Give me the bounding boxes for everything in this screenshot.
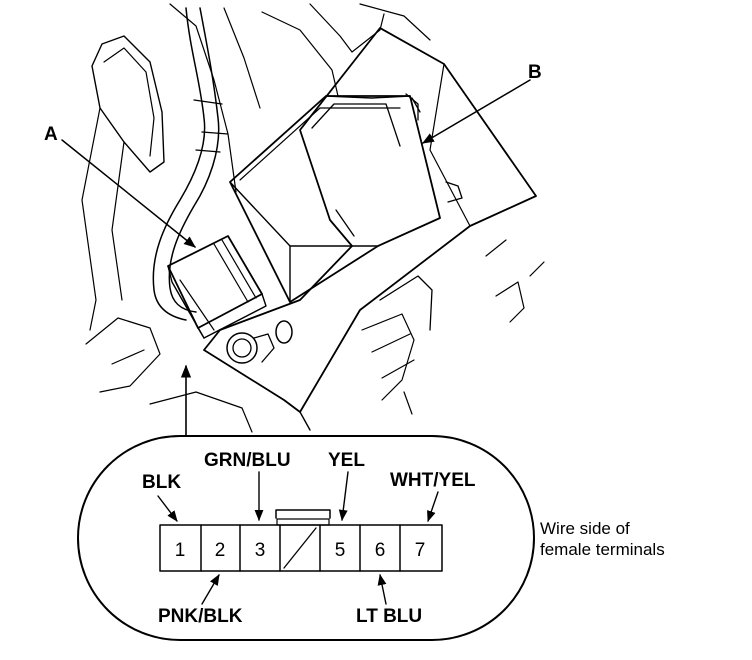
callout-a-label: A: [44, 124, 58, 145]
pin-3: 3: [255, 540, 266, 561]
unused-cavity-slash: [283, 527, 317, 569]
wire-color-grn-blu: GRN/BLU: [204, 450, 291, 471]
callout-b-label: B: [528, 62, 542, 83]
wire-side-note-line1: Wire side of: [540, 519, 630, 538]
wire-label-pin2: PNK/BLK: [158, 574, 243, 627]
wire-color-lt-blu: LT BLU: [356, 606, 422, 627]
pin-1: 1: [175, 540, 186, 561]
engine-bay-illustration: [81, 3, 545, 433]
pin-7: 7: [415, 540, 426, 561]
wire-label-pin5: YEL: [328, 450, 365, 522]
callout-b: B: [421, 62, 542, 144]
pin-6: 6: [375, 540, 386, 561]
wire-label-pin3: GRN/BLU: [204, 450, 291, 522]
connector-face: 1 2 3 5 6 7: [159, 509, 443, 572]
wire-color-pnk-blk: PNK/BLK: [158, 606, 243, 627]
callout-a: A: [44, 124, 196, 248]
detail-outline: [77, 435, 535, 641]
connector-detail: 1 2 3 5 6 7 BLK GRN/BLU YEL WHT/YEL PNK/…: [77, 364, 535, 641]
wire-color-blk: BLK: [142, 472, 181, 493]
pin-2: 2: [215, 540, 226, 561]
wire-color-wht-yel: WHT/YEL: [390, 470, 476, 491]
wire-label-pin1: BLK: [142, 472, 181, 522]
pin-5: 5: [335, 540, 346, 561]
wire-label-pin6: LT BLU: [356, 573, 422, 627]
wire-side-note-line2: female terminals: [540, 540, 665, 559]
wire-color-yel: YEL: [328, 450, 365, 471]
wire-label-pin7: WHT/YEL: [390, 470, 476, 523]
